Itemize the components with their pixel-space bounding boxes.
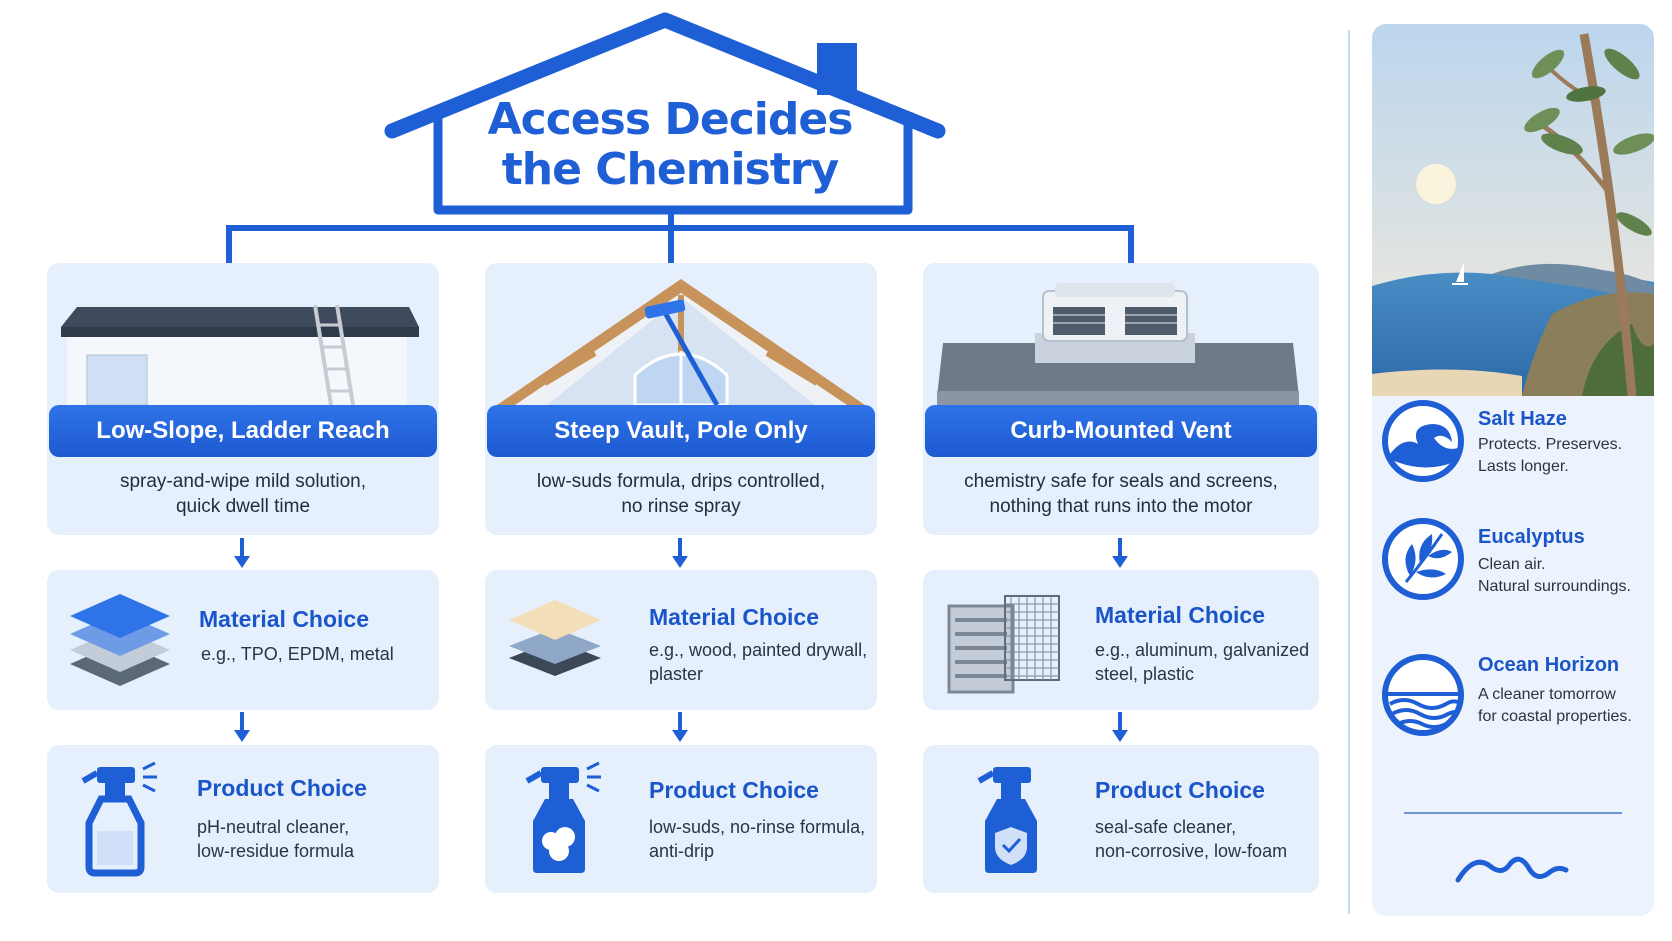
house-body-outline	[433, 112, 913, 215]
spray-bottle-icon	[81, 761, 157, 877]
feature-line: Natural surroundings.	[1478, 578, 1631, 595]
description-line: spray-and-wipe mild solution,	[119, 471, 367, 492]
feature-title: Ocean Horizon	[1478, 654, 1620, 676]
access-description: low-suds formula, drips controlled, no r…	[495, 469, 867, 519]
description-line: nothing that runs into the motor	[989, 496, 1253, 517]
product-line: non-corrosive, low-foam	[1095, 841, 1288, 861]
house-chimney	[817, 43, 857, 95]
feature-line: Clean air.	[1478, 556, 1546, 573]
product-text: low-suds, no-rinse formula, anti-drip	[649, 815, 865, 863]
diagram-title-line-2: the Chemistry	[501, 144, 840, 195]
wave-icon	[1382, 400, 1464, 482]
material-card: Material Choice e.g., aluminum, galvaniz…	[923, 570, 1319, 710]
product-title: Product Choice	[197, 775, 367, 801]
feature-line: Protects. Preserves.	[1478, 436, 1623, 453]
down-arrow-icon	[672, 712, 688, 742]
access-card-steep-vault: Steep Vault, Pole Only low-suds formula,…	[485, 263, 877, 535]
description-line: low-suds formula, drips controlled,	[536, 471, 826, 492]
down-arrow-icon	[234, 538, 250, 568]
material-title: Material Choice	[199, 606, 369, 632]
feature-line: for coastal properties.	[1478, 708, 1632, 725]
feature-text: Clean air. Natural surroundings.	[1478, 554, 1631, 598]
layered-panels-icon	[509, 600, 601, 676]
feature-title: Salt Haze	[1478, 408, 1567, 430]
side-divider	[1404, 812, 1622, 814]
access-heading: Curb-Mounted Vent	[925, 405, 1317, 457]
product-card: Product Choice pH-neutral cleaner, low-r…	[47, 745, 439, 893]
product-line: low-residue formula	[197, 841, 355, 861]
material-text: e.g., aluminum, galvanized steel, plasti…	[1095, 638, 1309, 686]
access-description: spray-and-wipe mild solution, quick dwel…	[57, 469, 429, 519]
access-card-curb-vent: Curb-Mounted Vent chemistry safe for sea…	[923, 263, 1319, 535]
product-line: pH-neutral cleaner,	[197, 817, 350, 837]
down-arrow-icon	[234, 712, 250, 742]
product-line: low-suds, no-rinse formula,	[649, 817, 866, 837]
side-panel: Salt Haze Protects. Preserves. Lasts lon…	[1372, 24, 1654, 916]
product-card: Product Choice seal-safe cleaner, non-co…	[923, 745, 1319, 893]
material-text: e.g., TPO, EPDM, metal	[201, 642, 394, 666]
material-card: Material Choice e.g., TPO, EPDM, metal	[47, 570, 439, 710]
foam-spray-bottle-icon	[525, 761, 601, 873]
curb-vent-illustration	[937, 283, 1299, 405]
diagram-title-line-1: Access Decides	[487, 94, 854, 145]
squiggle-wave-icon	[1455, 856, 1569, 883]
material-line: plaster	[649, 664, 704, 684]
material-line: e.g., TPO, EPDM, metal	[201, 644, 394, 664]
feature-title: Eucalyptus	[1478, 526, 1585, 548]
feature-line: Lasts longer.	[1478, 458, 1569, 475]
product-text: pH-neutral cleaner, low-residue formula	[197, 815, 354, 863]
material-card: Material Choice e.g., wood, painted dryw…	[485, 570, 877, 710]
connector-lines	[226, 12, 1134, 263]
down-arrow-icon	[1112, 538, 1128, 568]
material-text: e.g., wood, painted drywall, plaster	[649, 638, 867, 686]
access-heading: Low-Slope, Ladder Reach	[49, 405, 437, 457]
ocean-horizon-icon	[1382, 654, 1464, 736]
down-arrow-icon	[672, 538, 688, 568]
feature-text: A cleaner tomorrow for coastal propertie…	[1478, 684, 1632, 728]
access-heading: Steep Vault, Pole Only	[487, 405, 875, 457]
feature-text: Protects. Preserves. Lasts longer.	[1478, 434, 1622, 478]
product-card: Product Choice low-suds, no-rinse formul…	[485, 745, 877, 893]
description-line: chemistry safe for seals and screens,	[964, 471, 1278, 492]
material-title: Material Choice	[1095, 602, 1265, 628]
diagram-title: Access Decides the Chemistry	[455, 95, 885, 195]
product-line: anti-drip	[649, 841, 715, 861]
down-arrow-icon	[1112, 712, 1128, 742]
access-card-low-slope: Low-Slope, Ladder Reach spray-and-wipe m…	[47, 263, 439, 535]
access-description: chemistry safe for seals and screens, no…	[933, 469, 1309, 519]
material-title: Material Choice	[649, 604, 819, 630]
product-title: Product Choice	[1095, 777, 1265, 803]
material-line: e.g., wood, painted drywall,	[649, 640, 868, 660]
vaulted-ceiling-pole-illustration	[497, 279, 865, 405]
shield-spray-bottle-icon	[977, 767, 1037, 873]
louver-and-mesh-icon	[947, 595, 1060, 694]
product-text: seal-safe cleaner, non-corrosive, low-fo…	[1095, 815, 1287, 863]
flat-roof-ladder-illustration	[61, 304, 419, 405]
product-line: seal-safe cleaner,	[1095, 817, 1237, 837]
product-title: Product Choice	[649, 777, 819, 803]
material-line: e.g., aluminum, galvanized	[1095, 640, 1310, 660]
coastal-scene-image	[1372, 24, 1654, 396]
eucalyptus-leaf-icon	[1382, 518, 1464, 600]
material-line: steel, plastic	[1095, 664, 1195, 684]
vertical-divider	[1348, 30, 1350, 914]
feature-line: A cleaner tomorrow	[1478, 686, 1616, 703]
description-line: no rinse spray	[621, 496, 741, 517]
layered-membrane-icon	[70, 594, 170, 686]
branch-line	[226, 214, 1134, 263]
description-line: quick dwell time	[175, 496, 311, 517]
